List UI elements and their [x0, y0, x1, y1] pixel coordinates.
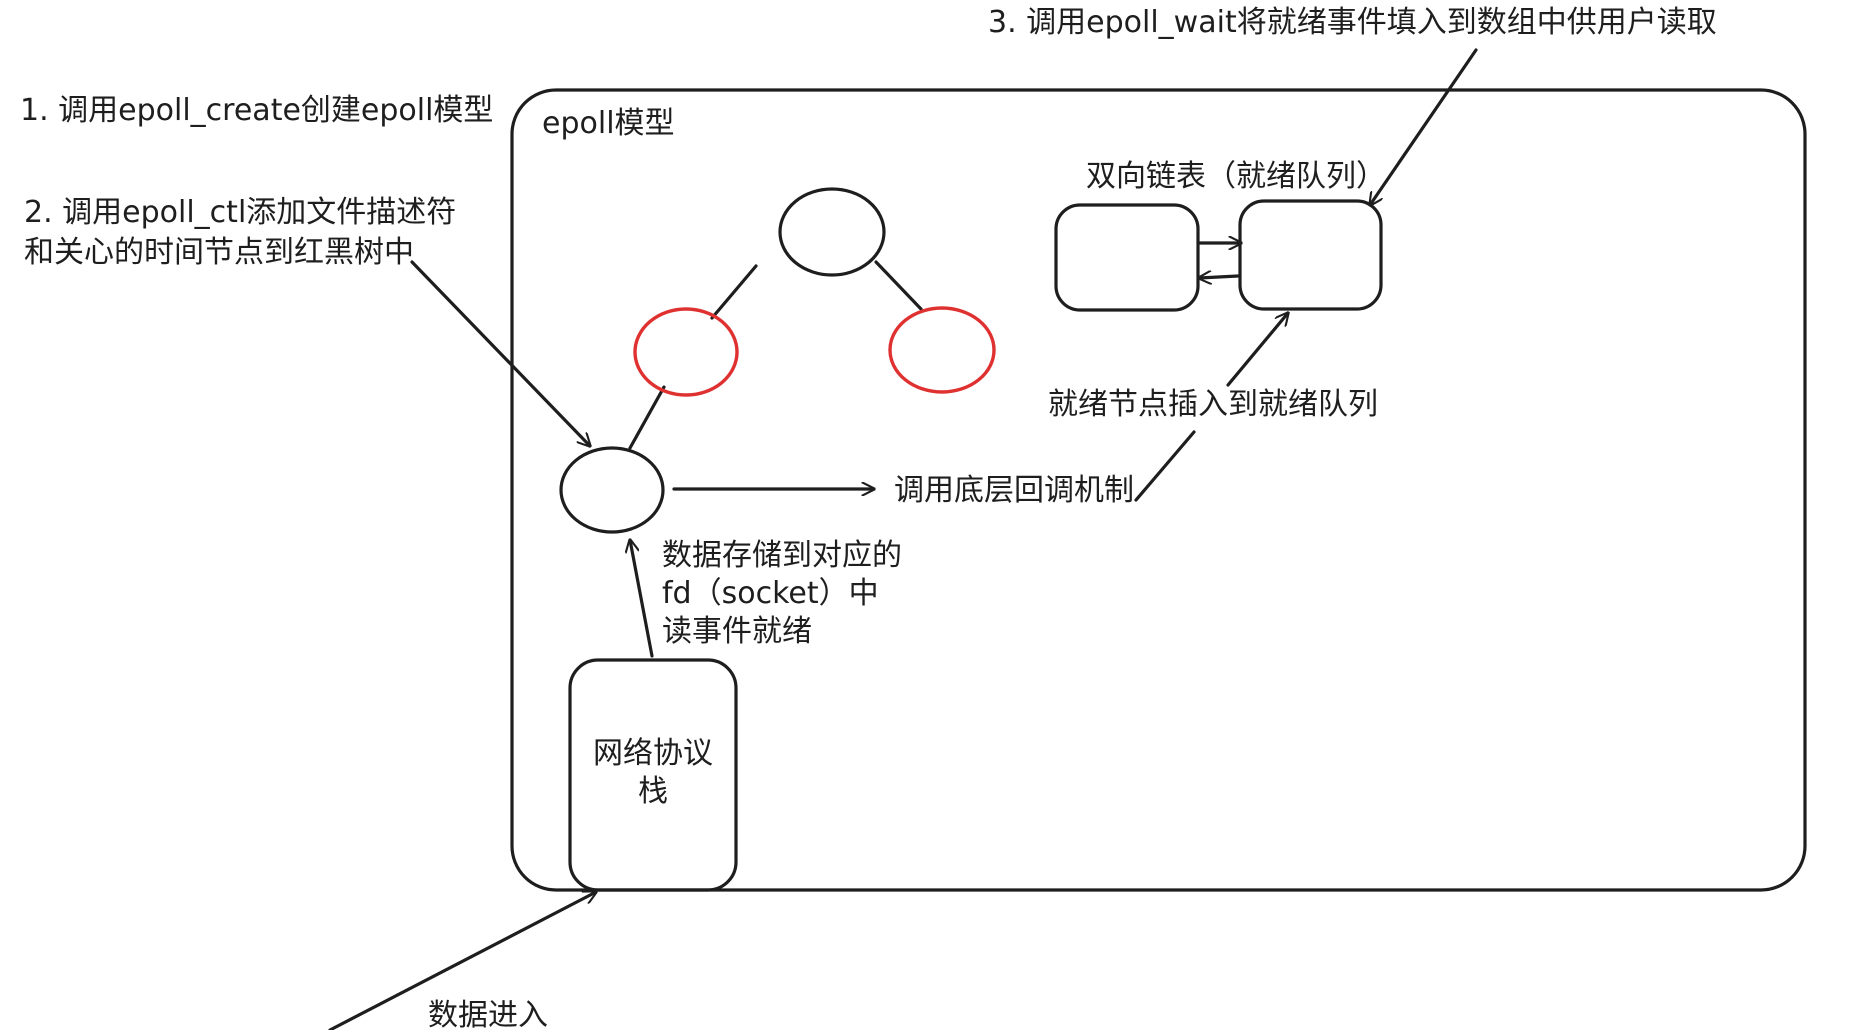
data-in-label: 数据进入 [428, 998, 548, 1030]
callback-label: 调用底层回调机制 [894, 473, 1134, 508]
network-stack-box [568, 658, 738, 892]
tree-red-node-left [633, 307, 739, 397]
step2-arrow [410, 260, 590, 446]
tree-root-node [778, 187, 886, 277]
network-stack-label-line2: 栈 [638, 774, 668, 809]
step1-note: 1. 调用epoll_create创建epoll模型 [20, 93, 493, 128]
tree-edge-root-left [710, 264, 758, 320]
callback-to-queue-line [1134, 430, 1196, 502]
epoll-model-title: epoll模型 [542, 106, 675, 141]
ready-insert-label: 就绪节点插入到就绪队列 [1048, 387, 1378, 422]
store-label-line3: 读事件就绪 [662, 614, 812, 649]
ready-list-node-1 [1054, 203, 1200, 312]
tree-edge-left-bottom [628, 385, 666, 450]
tree-edge-root-right [874, 260, 923, 311]
ready-insert-arrow [1226, 313, 1288, 387]
step2-note-line2: 和关心的时间节点到红黑树中 [24, 235, 414, 270]
step3-arrow [1370, 48, 1478, 205]
data-in-arrow [328, 892, 596, 1030]
step3-note: 3. 调用epoll_wait将就绪事件填入到数组中供用户读取 [988, 5, 1717, 40]
store-label-line2: fd（socket）中 [662, 576, 879, 611]
ready-list-title: 双向链表（就绪队列） [1086, 159, 1386, 194]
step2-note-line1: 2. 调用epoll_ctl添加文件描述符 [24, 195, 456, 230]
stack-to-node-arrow [630, 540, 654, 658]
epoll-model-container [510, 88, 1807, 892]
tree-leaf-node [559, 446, 665, 534]
store-label-line1: 数据存储到对应的 [662, 538, 902, 573]
network-stack-label-line1: 网络协议 [593, 736, 713, 771]
ready-list-backward-arrow [1199, 276, 1240, 278]
ready-list-node-2 [1238, 199, 1383, 311]
tree-red-node-right [888, 306, 996, 394]
